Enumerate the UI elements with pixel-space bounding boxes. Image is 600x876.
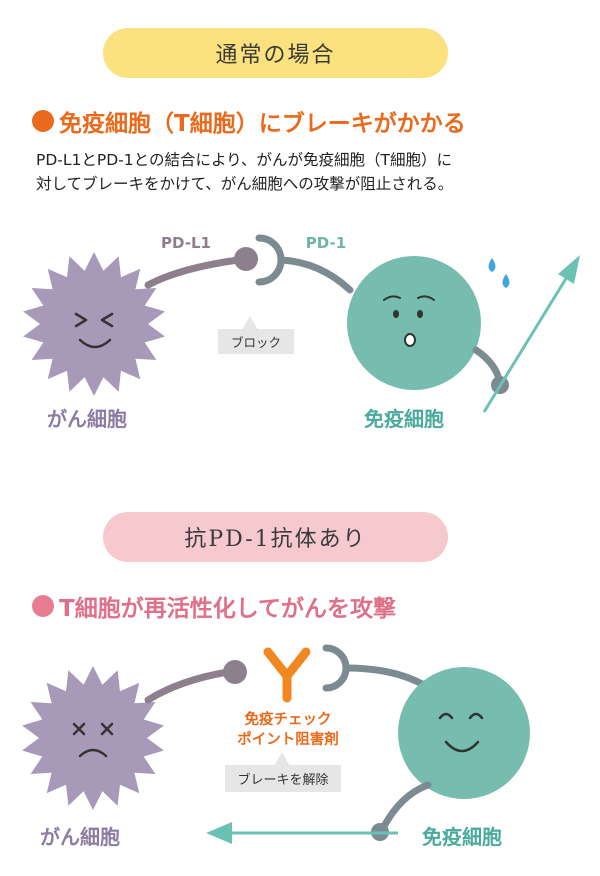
face-eye-happy-right xyxy=(468,712,484,720)
immune-cell-body xyxy=(347,256,481,390)
face-eye-x-right xyxy=(100,722,114,736)
immune-cell-label: 免疫細胞 xyxy=(364,407,444,431)
immune-cell-body xyxy=(398,667,530,799)
callout-box xyxy=(225,765,341,792)
description: PD-L1とPD-1との結合により、がんが免疫細胞（T細胞）に 対してブレーキを… xyxy=(36,148,566,196)
block-callout: ブロック xyxy=(218,316,294,354)
face-eye-right xyxy=(100,312,114,328)
face-mouth-o xyxy=(404,333,416,347)
immune-cell-label: 免疫細胞 xyxy=(422,825,502,849)
inhibitor-label-line-1: 免疫チェック xyxy=(245,710,332,728)
sweat-drop-icon xyxy=(502,274,510,288)
section-title-antibody-text: 抗PD-1抗体あり xyxy=(184,527,367,552)
bullet-dot-pink xyxy=(32,595,54,617)
immune-cell-normal xyxy=(347,256,481,390)
pdl1-connector xyxy=(144,668,232,704)
pdl1-ball xyxy=(234,247,258,271)
face-eye-happy-left xyxy=(438,712,454,720)
section-title-normal-text: 通常の場合 xyxy=(215,43,336,68)
callout-box xyxy=(218,329,294,354)
heading-brake-text: 免疫細胞（T細胞）にブレーキがかかる xyxy=(59,111,466,137)
callout-pointer xyxy=(274,752,290,766)
antibody-y-icon xyxy=(263,647,311,703)
release-label: ブレーキを解除 xyxy=(237,772,328,788)
face-smile xyxy=(78,338,112,349)
sweat-drop-icon xyxy=(488,258,496,272)
cancer-cell-label: がん細胞 xyxy=(47,407,127,431)
block-label: ブロック xyxy=(231,335,281,350)
face-eye-x-left xyxy=(72,722,86,736)
cancer-cell-normal xyxy=(23,252,165,396)
cancer-cell-spiky-body xyxy=(23,252,165,396)
face-eye-left xyxy=(74,312,88,328)
heading-reactivate: T細胞が再活性化してがんを攻撃 xyxy=(32,589,396,623)
description-line-1: PD-L1とPD-1との結合により、がんが免疫細胞（T細胞）に xyxy=(36,151,452,169)
pd1-label: PD-1 xyxy=(306,234,346,252)
inhibitor-label-line-2: ポイント阻害剤 xyxy=(237,730,339,748)
attack-arrow-head xyxy=(558,255,580,284)
release-callout: ブレーキを解除 xyxy=(225,752,341,792)
section-title-normal: 通常の場合 xyxy=(103,28,448,78)
attack-arrow-head xyxy=(206,822,232,844)
description-line-2: 対してブレーキをかけて、がん細胞への攻撃が阻止される。 xyxy=(36,175,454,193)
section-title-antibody: 抗PD-1抗体あり xyxy=(103,512,448,562)
heading-reactivate-text: T細胞が再活性化してがんを攻撃 xyxy=(59,596,396,622)
face-brow-left xyxy=(383,295,401,301)
cancer-cell-spiky-body xyxy=(22,666,164,810)
immune-tail xyxy=(378,781,432,834)
attack-arrow-line xyxy=(482,271,572,413)
pd1-connector xyxy=(277,256,354,294)
bullet-dot-orange xyxy=(32,110,54,132)
face-smile xyxy=(444,740,480,753)
callout-pointer xyxy=(242,316,258,330)
pdl1-label: PD-L1 xyxy=(161,234,211,252)
pdl1-ball xyxy=(223,660,247,684)
heading-brake: 免疫細胞（T細胞）にブレーキがかかる xyxy=(32,104,466,138)
face-eye-left xyxy=(393,310,399,318)
face-brow-right xyxy=(417,295,435,301)
cancer-cell-label: がん細胞 xyxy=(40,825,120,849)
immune-cell-antibody xyxy=(398,667,530,799)
pdl1-connector xyxy=(144,256,242,289)
face-eye-right xyxy=(417,310,423,318)
face-frown xyxy=(78,748,108,758)
cancer-cell-antibody xyxy=(22,666,164,810)
